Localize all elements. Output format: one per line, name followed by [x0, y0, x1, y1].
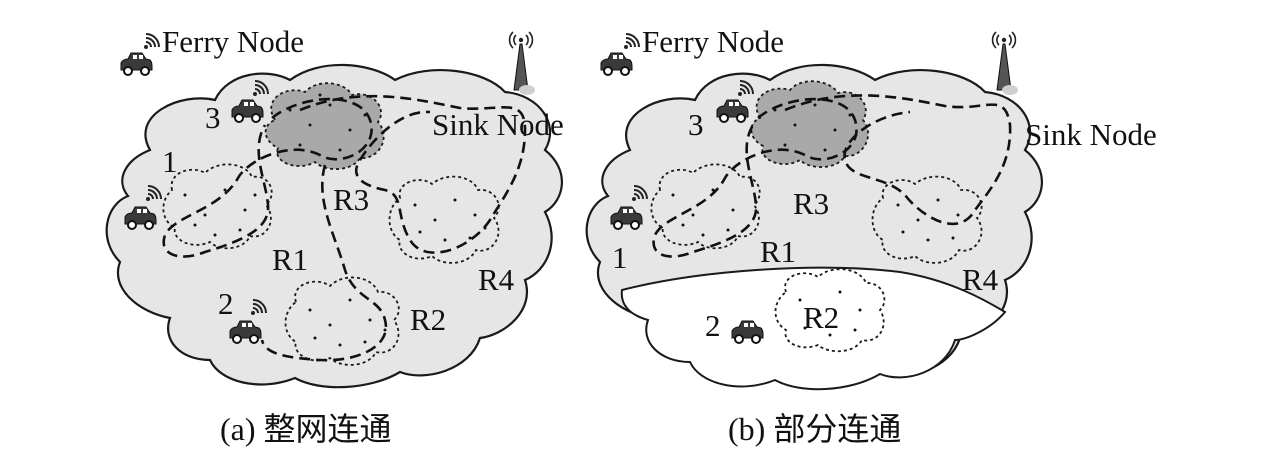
- panel-a: Ferry Node Sink Node 3 1: [105, 24, 564, 447]
- ferry-route-a3: [299, 94, 527, 254]
- antenna-icon: [991, 31, 1019, 96]
- region-r1-cloud: [162, 163, 273, 250]
- ferry-route-a2: [260, 164, 388, 362]
- region-r4-cloud: [388, 175, 500, 264]
- region-r4-cloud: [871, 175, 983, 264]
- sink-node-label-a: Sink Node: [432, 107, 564, 142]
- ferry-number-3: 3: [205, 100, 221, 135]
- ferry-number-2: 2: [705, 308, 721, 343]
- ferry-node-label: Ferry Node: [162, 24, 304, 59]
- signal-icon: [143, 33, 160, 50]
- car-icon: [600, 52, 633, 76]
- region-r2-cloud: [774, 268, 886, 353]
- region-r1-cloud: [650, 163, 761, 250]
- region-label-r4: R4: [962, 262, 999, 297]
- region-label-r1: R1: [760, 234, 796, 269]
- network-cloud: [105, 63, 563, 389]
- ferry-route-a1: [162, 97, 373, 258]
- car-icon: [120, 52, 153, 76]
- region-label-r2: R2: [803, 300, 839, 335]
- region-r3-cloud: [264, 82, 385, 170]
- region-r2-cloud: [284, 276, 400, 366]
- ferry-route-b1: [652, 97, 858, 258]
- ferry-number-1: 1: [612, 240, 628, 275]
- sink-node-label-b: Sink Node: [1025, 117, 1157, 152]
- ferry-number-3: 3: [688, 107, 704, 142]
- caption-a: (a) 整网连通: [220, 411, 392, 447]
- caption-b: (b) 部分连通: [728, 411, 901, 447]
- antenna-icon: [508, 31, 536, 96]
- region-label-r1: R1: [272, 242, 308, 277]
- region-label-r4: R4: [478, 262, 515, 297]
- ferry-route-b2: [784, 94, 1012, 226]
- region-label-r3: R3: [793, 186, 829, 221]
- ferry-number-2: 2: [218, 286, 234, 321]
- ferry-number-1: 1: [162, 144, 178, 179]
- region-r3-cloud: [750, 80, 869, 168]
- ferry-node-label: Ferry Node: [642, 24, 784, 59]
- panel-b: Ferry Node Sink Node 3 1 2 R1: [585, 24, 1157, 447]
- region-label-r3: R3: [333, 182, 369, 217]
- signal-icon: [623, 33, 640, 50]
- region-label-r2: R2: [410, 302, 446, 337]
